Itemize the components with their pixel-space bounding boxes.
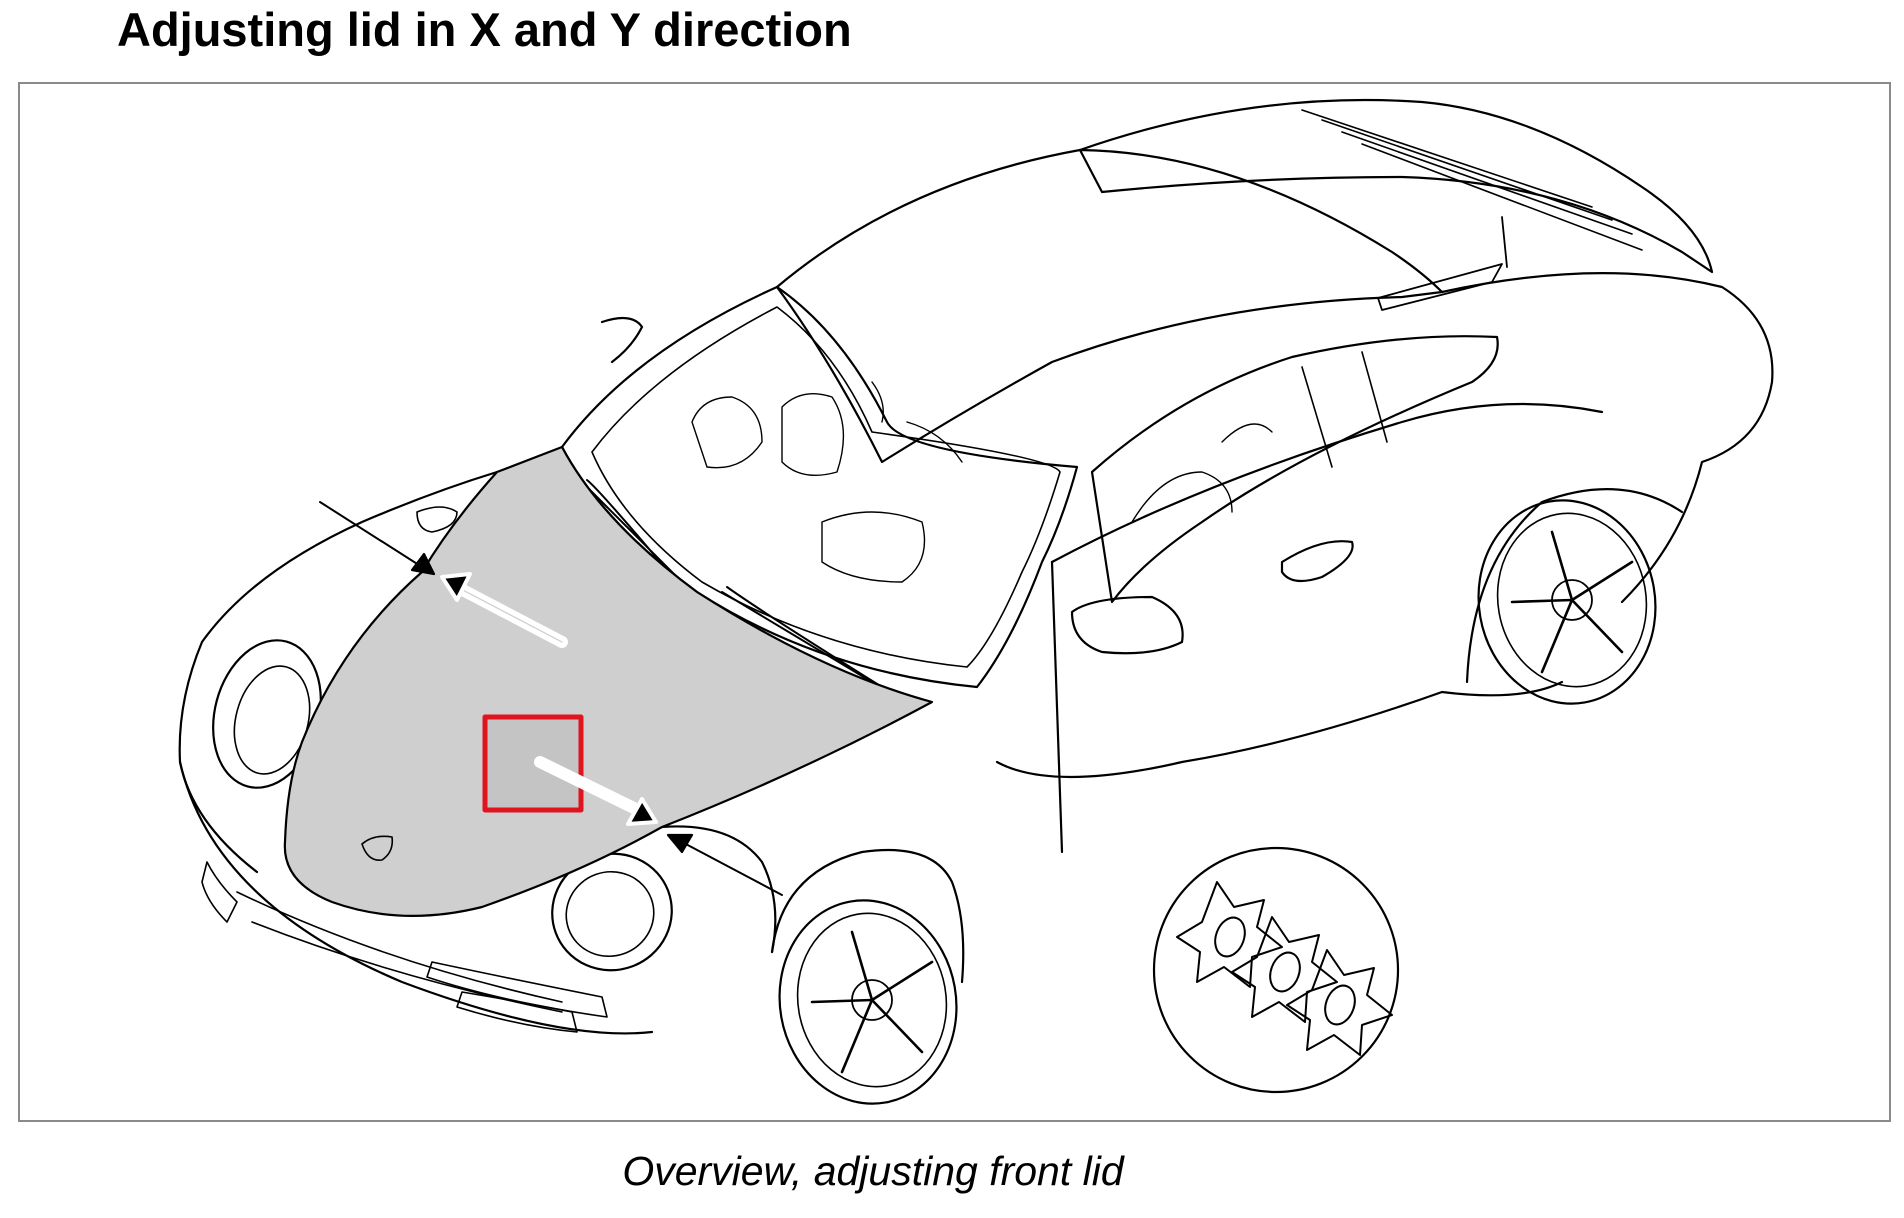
star-washer-icon	[1176, 881, 1393, 1056]
front-lid	[283, 445, 934, 917]
page-title: Adjusting lid in X and Y direction	[117, 3, 852, 56]
gap-indicator-lower	[666, 833, 783, 896]
detail-circle	[1152, 846, 1400, 1094]
figure-caption: Overview, adjusting front lid	[622, 1148, 1124, 1194]
highlight-box	[482, 714, 584, 813]
illustration-frame	[18, 82, 1891, 1122]
adjustment-arrow-lower	[534, 756, 658, 826]
gap-indicator-upper	[319, 501, 436, 576]
car-illustration	[178, 98, 1774, 1105]
adjustment-arrow-upper	[440, 572, 568, 648]
crest-icon	[361, 835, 394, 861]
